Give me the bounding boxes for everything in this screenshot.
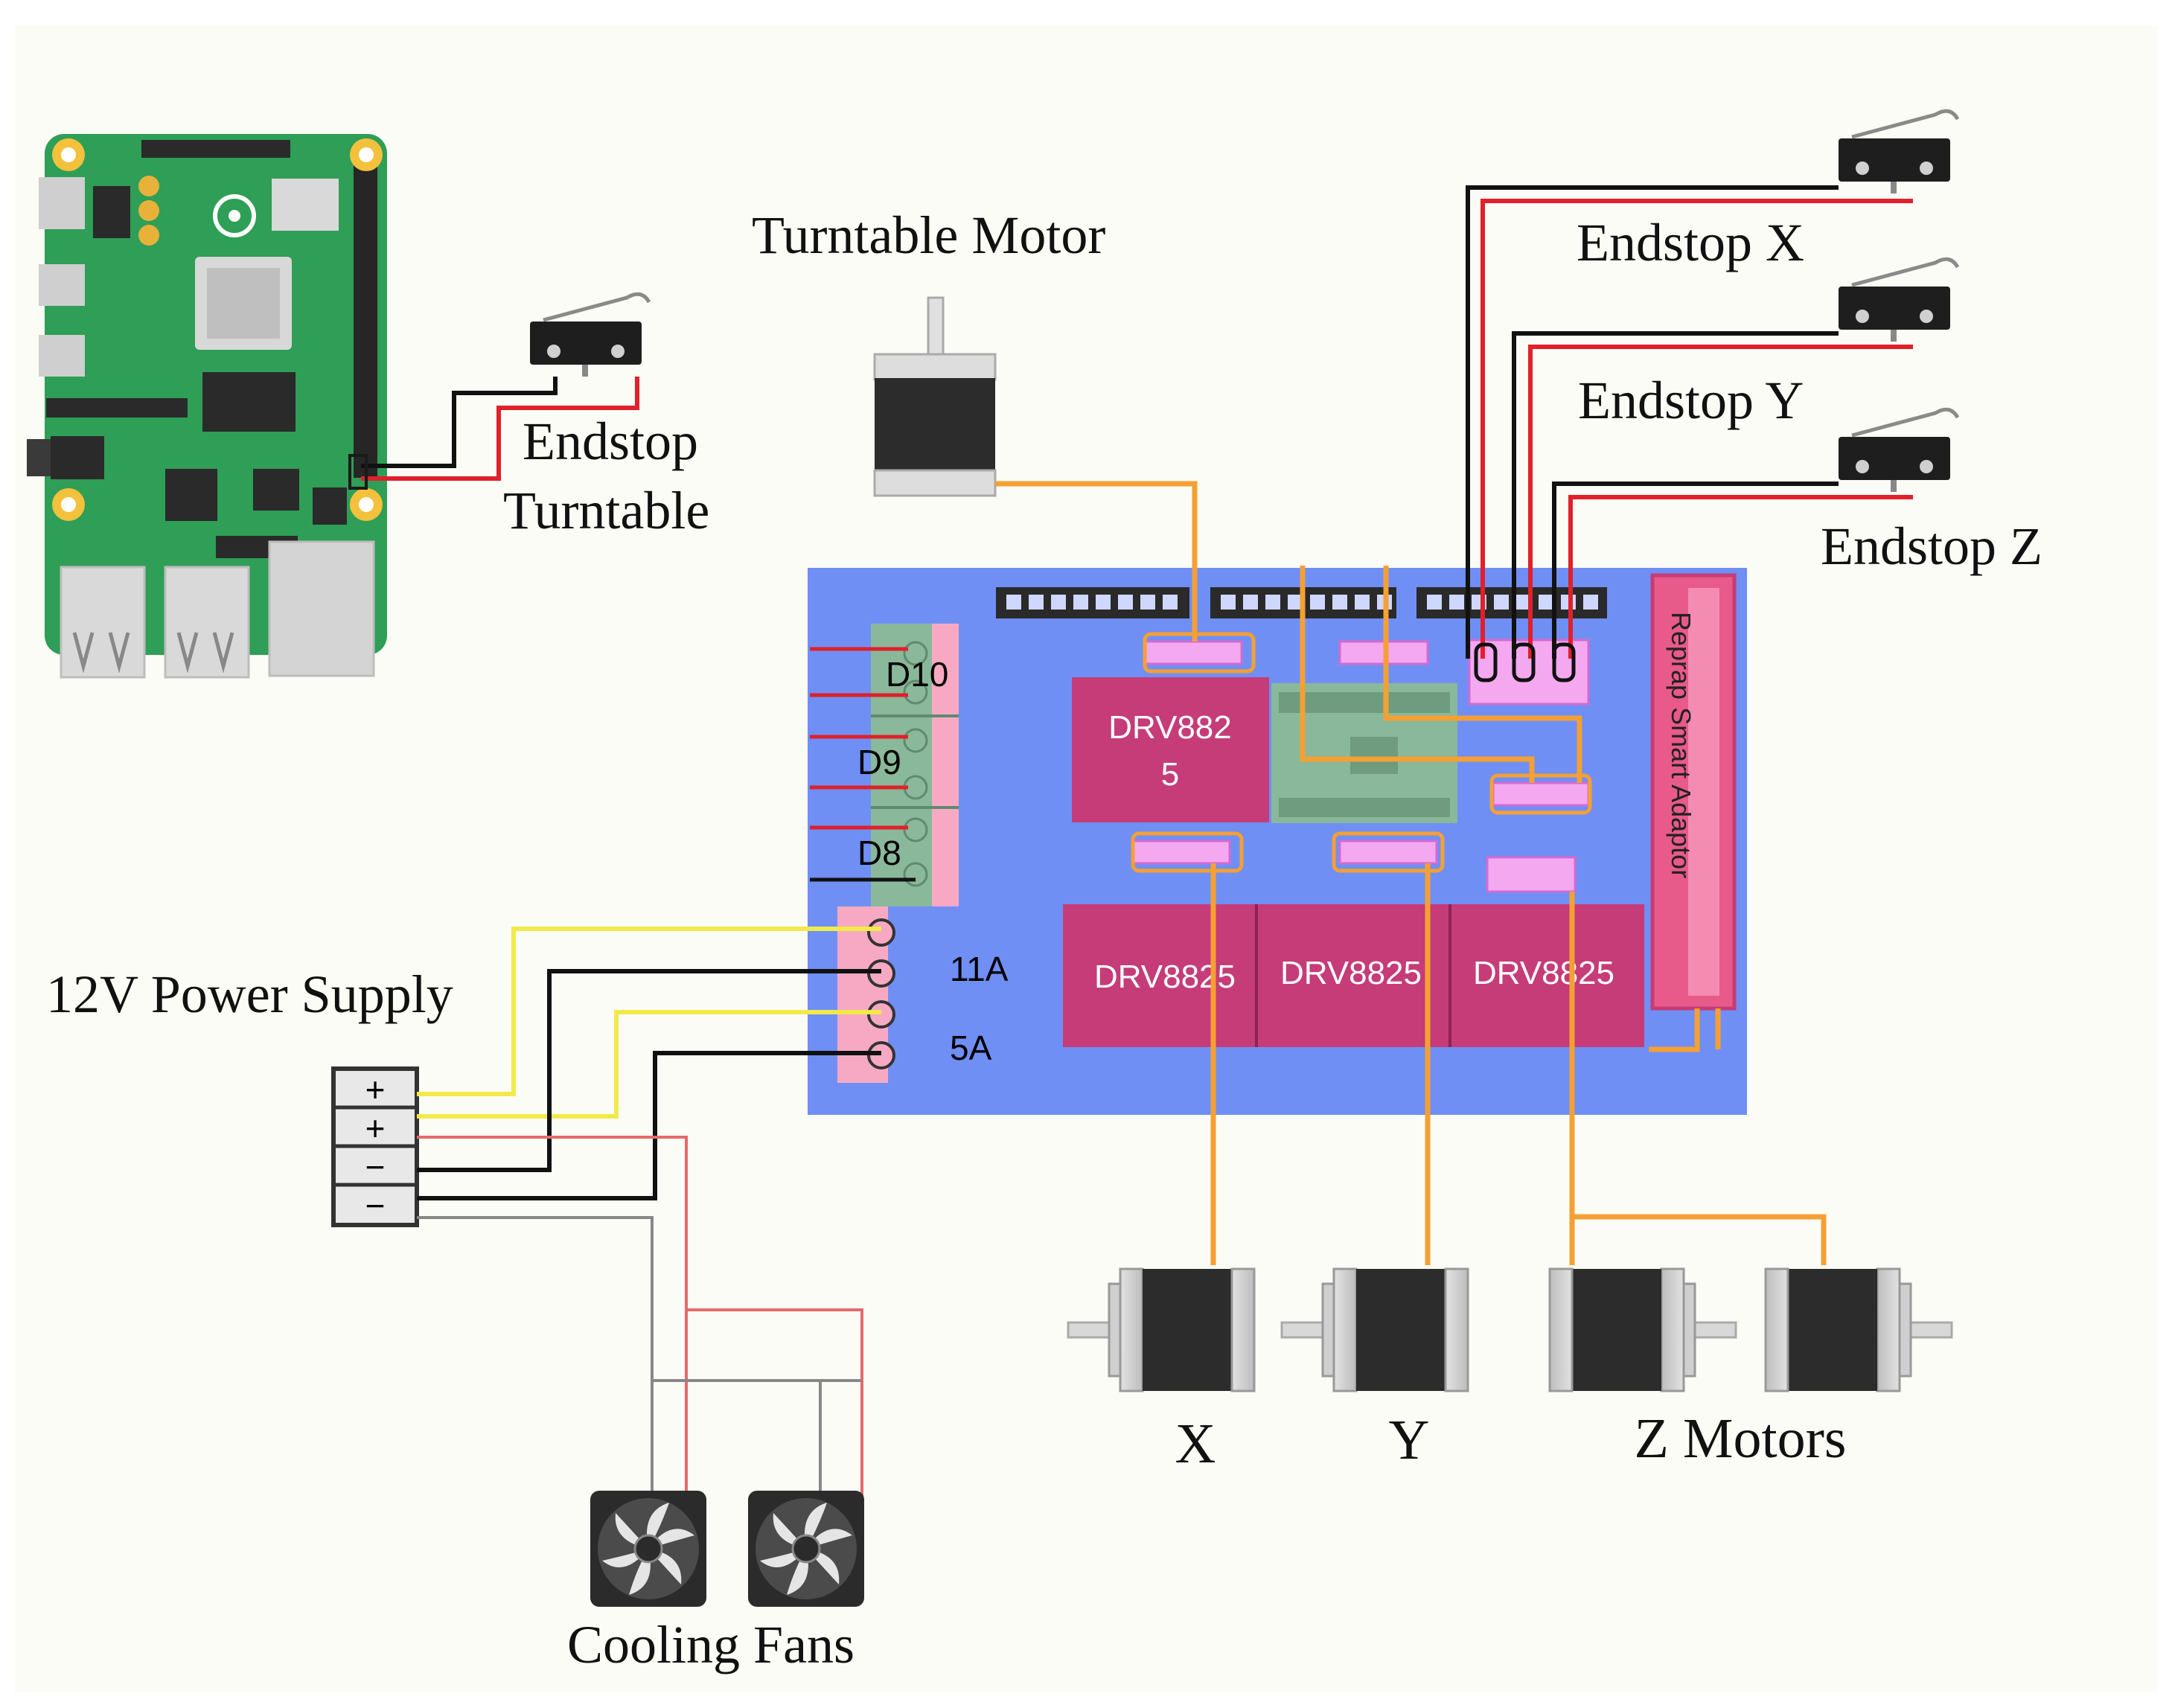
driver-turntable	[1072, 677, 1269, 822]
psu-terminal-2: +	[365, 1109, 386, 1148]
driver-z-label: DRV8825	[1473, 955, 1614, 991]
z-motors-label: Z Motors	[1635, 1407, 1847, 1470]
endstop-x-label: Endstop X	[1577, 213, 1804, 272]
driver-y-label: DRV8825	[1280, 955, 1422, 991]
cooling-fan-left	[589, 1489, 708, 1608]
bottom-driver-row	[1063, 904, 1644, 1047]
fan-wires	[417, 1136, 863, 1496]
endstop-y-label: Endstop Y	[1578, 371, 1804, 430]
motor-wires	[995, 481, 1827, 1265]
psu-terminal-4: −	[365, 1186, 386, 1225]
reprap-smart-adaptor-label: Reprap Smart Adaptor	[1666, 612, 1696, 878]
output-d8-label: D8	[857, 834, 901, 872]
ramps-board: D10 D9 D8 DRV882 5	[808, 568, 1747, 1115]
power-supply-terminals: + + − −	[331, 1066, 419, 1227]
driver-turntable-label-line1: DRV882	[1108, 709, 1232, 746]
endstop-z-label: Endstop Z	[1821, 516, 2042, 576]
cooling-fans-label: Cooling Fans	[567, 1615, 855, 1675]
motor-y-label: Y	[1389, 1409, 1430, 1471]
raspberry-pi-board	[27, 134, 387, 679]
turntable-motor	[873, 296, 997, 497]
power-input-5a-label: 5A	[950, 1029, 992, 1067]
cooling-fan-right	[747, 1489, 866, 1608]
endstop-turntable-wires	[361, 377, 639, 481]
power-supply-label: 12V Power Supply	[46, 965, 453, 1024]
motor-x-label: X	[1175, 1413, 1216, 1475]
output-d10-label: D10	[886, 655, 948, 694]
endstop-xyz-wires	[1466, 185, 1913, 659]
psu-terminal-3: −	[365, 1148, 386, 1186]
endstop-turntable-label-line1: Endstop	[523, 412, 698, 471]
psu-terminal-1: +	[365, 1070, 386, 1109]
endstop-turntable-label-line2: Turntable	[503, 481, 709, 540]
driver-turntable-label-line2: 5	[1161, 756, 1179, 793]
turntable-motor-label: Turntable Motor	[752, 205, 1105, 265]
power-wires	[417, 927, 881, 1200]
output-d9-label: D9	[857, 743, 901, 781]
power-input-11a-label: 11A	[950, 950, 1009, 988]
header-block	[996, 587, 1189, 618]
